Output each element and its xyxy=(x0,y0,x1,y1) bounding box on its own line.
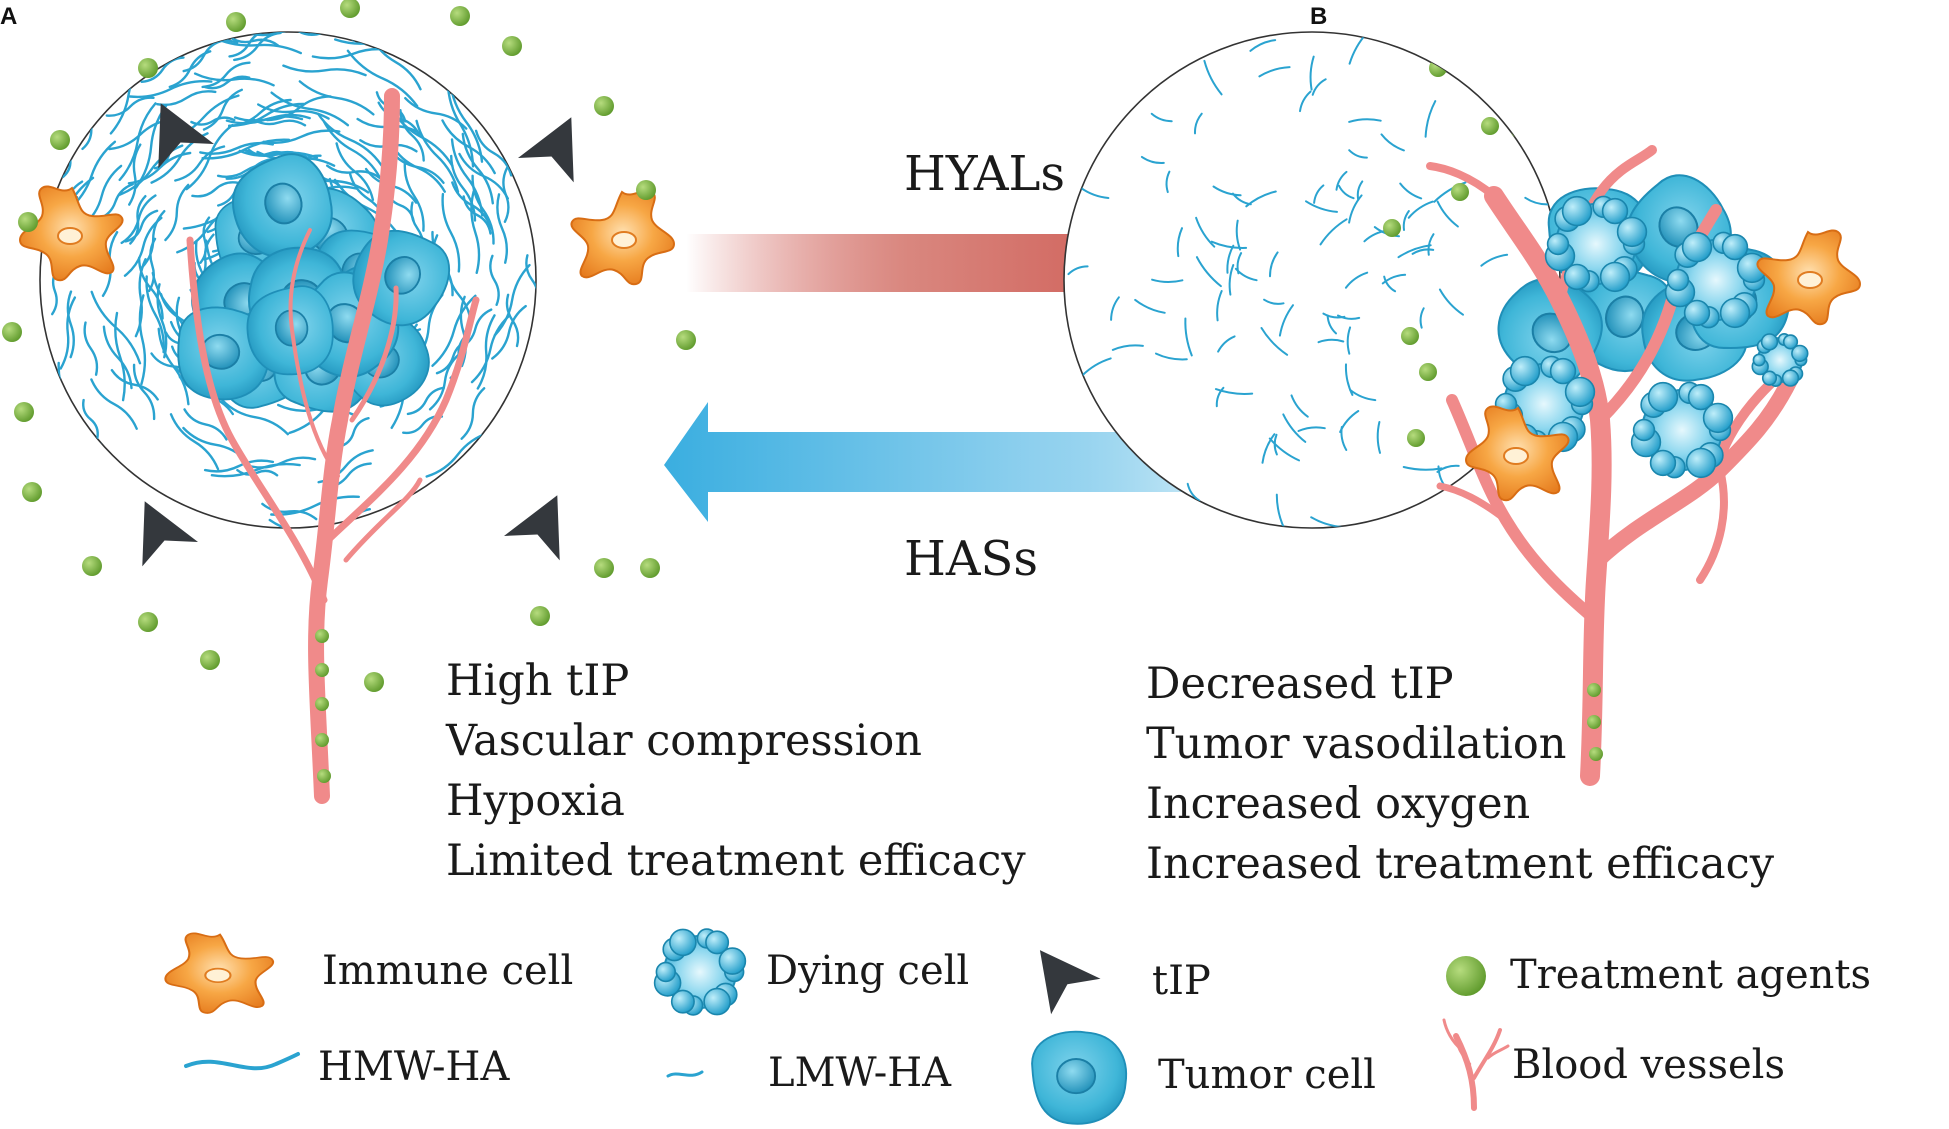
panel-b-effect: Increased oxygen xyxy=(1146,779,1530,829)
legend-hmw-ha-icon xyxy=(184,1052,300,1071)
legend-blood-vessels-label: Blood vessels xyxy=(1512,1042,1785,1088)
treatment-agents-outside xyxy=(2,0,696,692)
panel-a-effect: Hypoxia xyxy=(446,776,625,826)
panel-a-effect: Limited treatment efficacy xyxy=(446,836,1026,886)
panel-a-effect: Vascular compression xyxy=(445,716,922,766)
compressed-blood-vessel xyxy=(186,88,480,804)
immune-cell-right xyxy=(570,189,675,286)
hass-label: HASs xyxy=(904,531,1038,587)
panel-a-effect: High tIP xyxy=(446,656,629,706)
legend-immune-cell-icon xyxy=(164,932,275,1015)
legend-immune-cell-label: Immune cell xyxy=(322,948,573,994)
immune-cell-b-right xyxy=(1756,229,1861,326)
panel-b-label: B xyxy=(1310,3,1327,30)
legend-dying-cell-label: Dying cell xyxy=(766,948,969,994)
legend-tumor-cell-icon xyxy=(1031,1030,1128,1125)
legend-tumor-cell-label: Tumor cell xyxy=(1158,1052,1376,1098)
panel-b-effects: Decreased tIP Tumor vasodilation Increas… xyxy=(1146,659,1775,889)
panel-b-effect: Increased treatment efficacy xyxy=(1146,839,1775,889)
legend-treatment-agent-icon xyxy=(1446,956,1486,996)
panel-a-tumor xyxy=(2,0,696,804)
legend-tip-label: tIP xyxy=(1152,958,1211,1004)
panel-a-effects: High tIP Vascular compression Hypoxia Li… xyxy=(445,656,1026,886)
legend-blood-vessels-icon xyxy=(1442,1018,1510,1111)
panel-a-label: A xyxy=(0,3,17,30)
legend-lmw-ha-icon xyxy=(666,1070,704,1078)
hyals-label: HYALs xyxy=(904,146,1065,202)
panel-b-tumor xyxy=(1063,31,1861,786)
legend-tip-icon xyxy=(1031,950,1104,1021)
panel-b-effect: Tumor vasodilation xyxy=(1146,719,1566,769)
panel-b-effect: Decreased tIP xyxy=(1146,659,1454,709)
legend: Immune cell Dying cell tIP Treatment age… xyxy=(164,928,1871,1125)
legend-treatment-agents-label: Treatment agents xyxy=(1510,952,1871,998)
legend-hmw-ha-label: HMW-HA xyxy=(318,1044,510,1090)
legend-dying-cell-icon xyxy=(653,928,747,1016)
legend-lmw-ha-label: LMW-HA xyxy=(768,1050,952,1096)
